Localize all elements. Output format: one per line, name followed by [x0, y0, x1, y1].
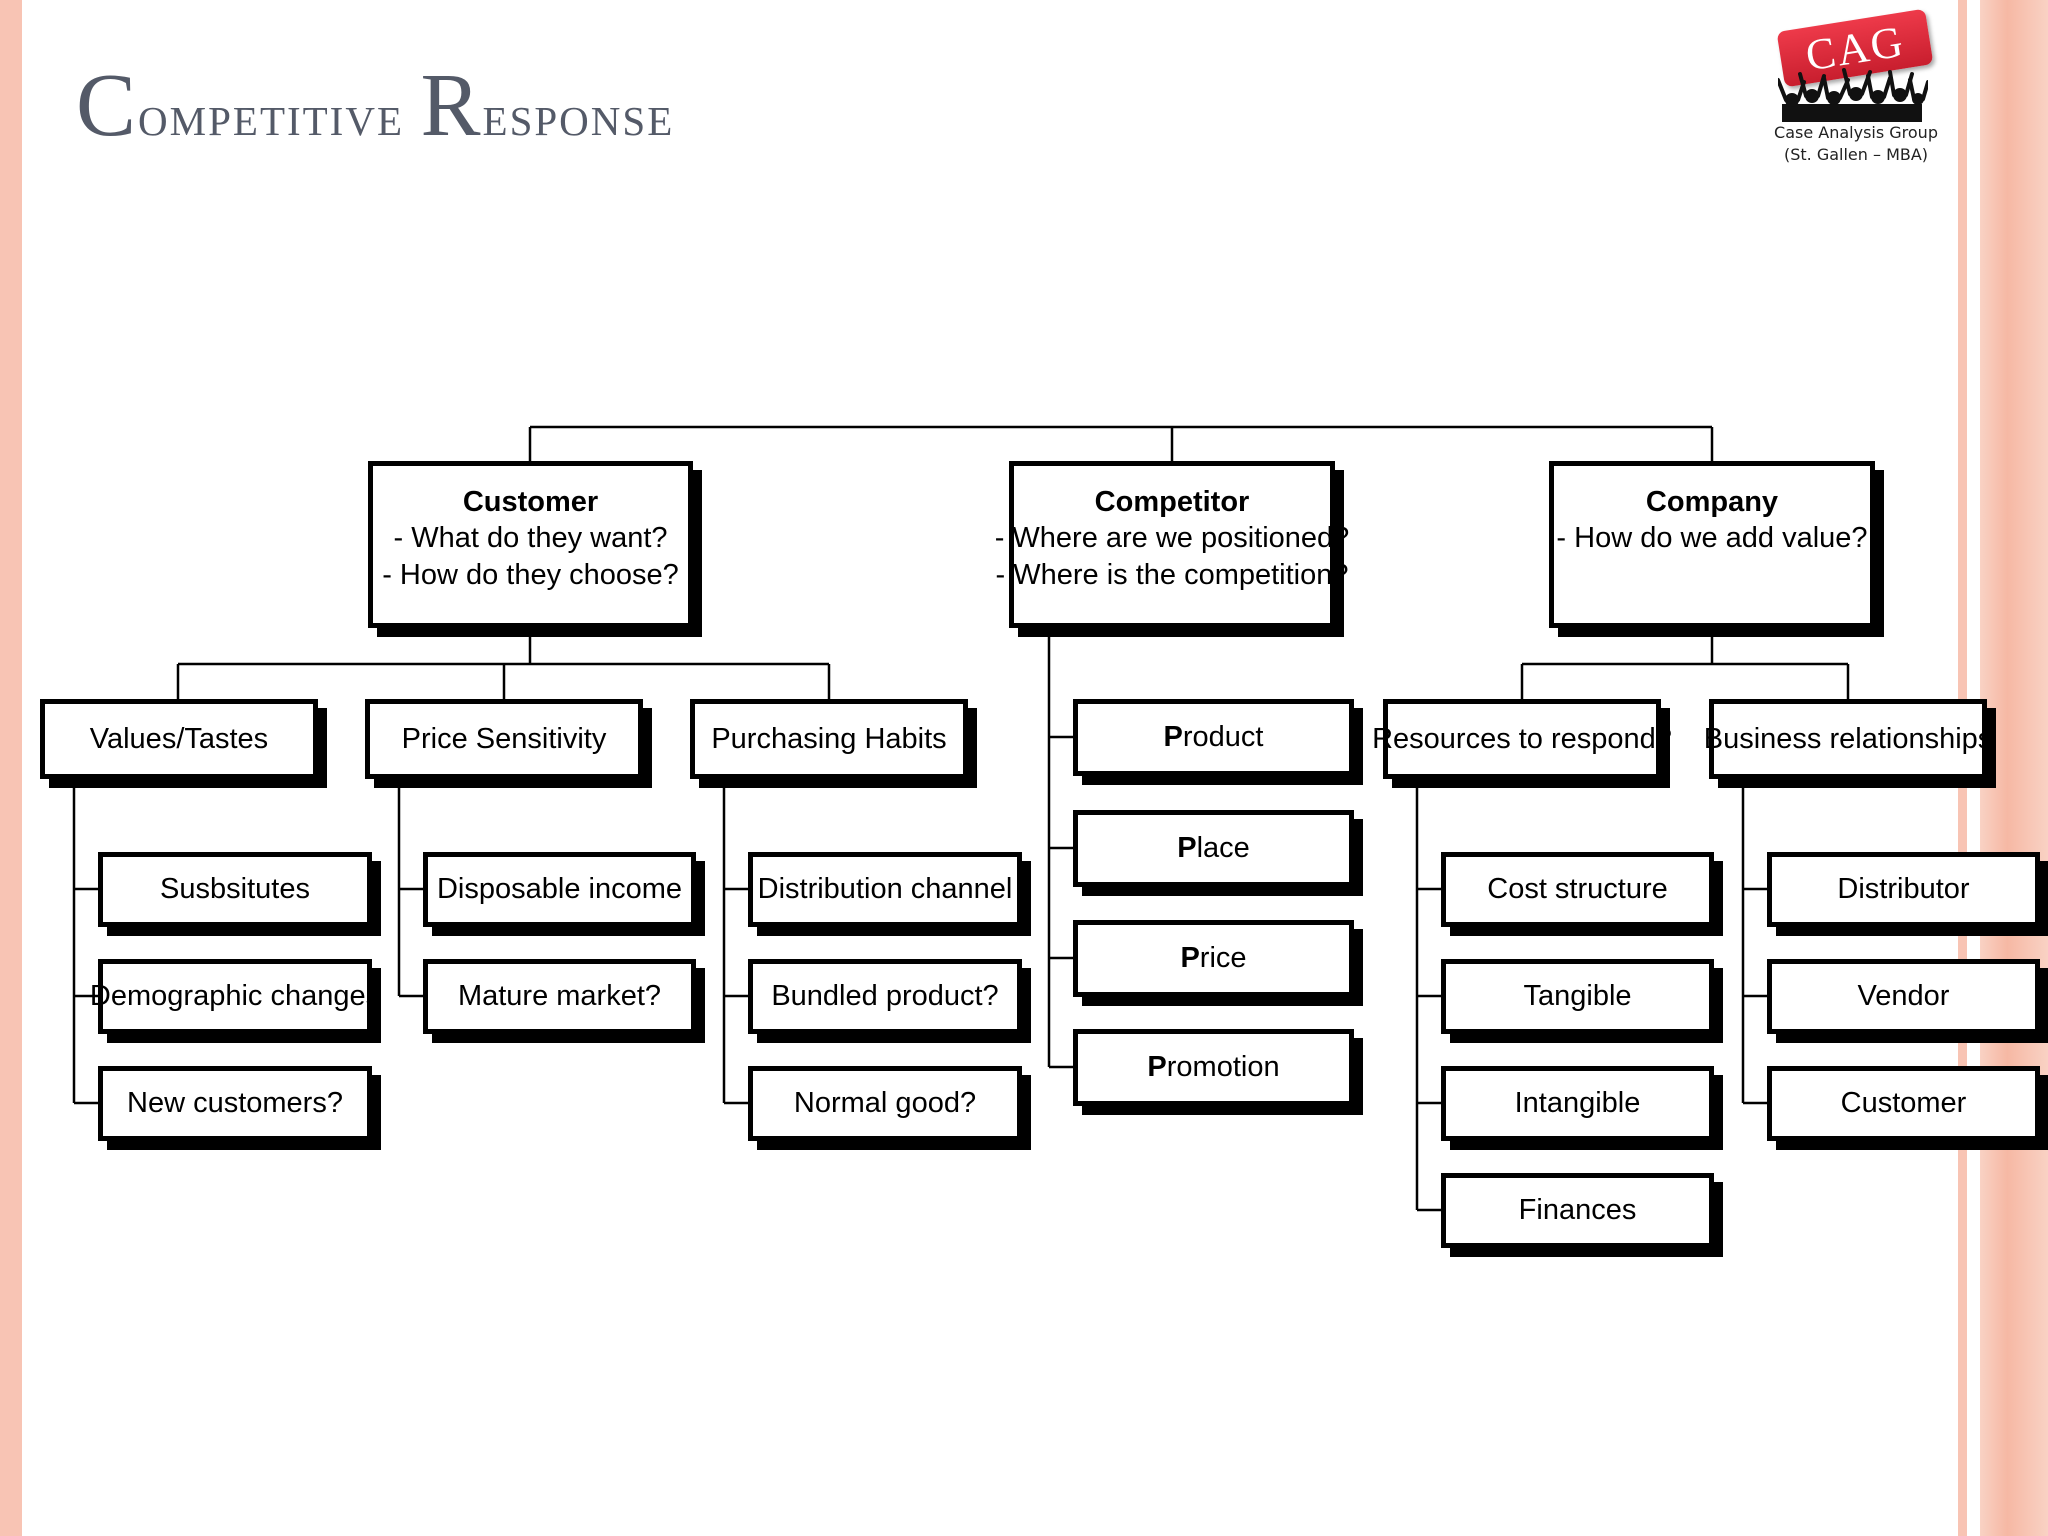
competitor-mix-box: Promotion [1073, 1029, 1354, 1106]
customer-item-box: Disposable income [423, 852, 696, 927]
competitor-mix-box: Price [1073, 920, 1354, 997]
customer-group-box: Price Sensitivity [365, 699, 643, 779]
right-border-stripe-outer [1980, 0, 2048, 1536]
customer-group-label: Values/Tastes [89, 722, 269, 755]
competitor-mix-rest: lace [1196, 832, 1250, 865]
customer-item-box: Mature market? [423, 959, 696, 1034]
competitor-mix-rest: romotion [1166, 1051, 1280, 1084]
company-item-box: Distributor [1767, 852, 2040, 927]
company-item-label: Cost structure [1487, 873, 1668, 906]
customer-item-box: Demographic changes [90, 959, 380, 1034]
competitor-mix-label: Place [1177, 830, 1250, 866]
company-item-label: Finances [1518, 1194, 1637, 1227]
customer-item-box: Normal good? [748, 1066, 1022, 1141]
company-item-label: Intangible [1514, 1087, 1641, 1120]
customer-title: Customer [462, 486, 599, 518]
customer-group-box: Values/Tastes [40, 699, 318, 779]
company-group-box: Resources to respond? [1372, 699, 1672, 779]
competitor-mix-initial: P [1177, 832, 1197, 865]
company-item-box: Customer [1767, 1066, 2040, 1141]
company-item-box: Vendor [1767, 959, 2040, 1034]
company-item-label: Vendor [1857, 980, 1950, 1013]
company-question: - How do we add value? [1556, 522, 1868, 555]
customer-question: - How do they choose? [382, 558, 679, 591]
customer-group-label: Purchasing Habits [711, 722, 947, 755]
competitor-mix-initial: P [1147, 1051, 1167, 1084]
company-box: Company - How do we add value? [1549, 461, 1875, 628]
customer-item-label: Distribution channel [757, 873, 1013, 906]
cag-logo-caption-line1: Case Analysis Group [1774, 123, 1938, 142]
company-item-box: Cost structure [1441, 852, 1714, 927]
slide-title-initial: C [76, 56, 139, 155]
competitor-mix-initial: P [1180, 942, 1200, 975]
competitor-mix-label: Promotion [1147, 1049, 1279, 1085]
customer-item-box: Bundled product? [748, 959, 1022, 1034]
customer-item-box: New customers? [98, 1066, 372, 1141]
company-group-label: Resources to respond? [1372, 722, 1672, 755]
competitor-mix-box: Product [1073, 699, 1354, 776]
left-border-stripe [0, 0, 22, 1536]
competitor-mix-label: Product [1164, 719, 1264, 755]
customer-group-label: Price Sensitivity [401, 722, 607, 755]
competitor-mix-box: Place [1073, 810, 1354, 887]
slide-title: Competitive Response [76, 56, 675, 155]
company-title: Company [1645, 486, 1779, 518]
customer-item-box: Distribution channel [748, 852, 1022, 927]
customer-box: Customer - What do they want?- How do the… [368, 461, 693, 628]
cag-logo: CAG Case Analysis Group (St. Gallen – MB… [1766, 0, 1946, 170]
customer-item-label: Demographic changes [89, 980, 381, 1013]
competitor-mix-initial: P [1163, 721, 1183, 754]
customer-item-box: Susbsitutes [98, 852, 372, 927]
customer-item-label: Mature market? [457, 980, 662, 1013]
cag-logo-caption-line2: (St. Gallen – MBA) [1783, 145, 1929, 164]
company-item-label: Tangible [1523, 980, 1632, 1013]
competitor-question: - Where are we positioned? [994, 522, 1350, 555]
cag-logo-caption: Case Analysis Group (St. Gallen – MBA) [1766, 122, 1946, 166]
company-item-box: Intangible [1441, 1066, 1714, 1141]
company-group-box: Business relationships [1704, 699, 1992, 779]
company-item-label: Customer [1840, 1087, 1967, 1120]
company-item-box: Finances [1441, 1173, 1714, 1248]
competitor-mix-rest: roduct [1182, 721, 1264, 754]
company-item-label: Distributor [1837, 873, 1970, 906]
customer-group-box: Purchasing Habits [690, 699, 968, 779]
cheering-crowd-icon [1778, 68, 1928, 122]
competitor-mix-label: Price [1180, 940, 1246, 976]
competitor-question: - Where is the competition? [995, 558, 1349, 591]
company-item-box: Tangible [1441, 959, 1714, 1034]
customer-item-label: Bundled product? [771, 980, 999, 1013]
competitor-mix-rest: rice [1199, 942, 1247, 975]
competitor-box: Competitor - Where are we positioned?- Wh… [995, 461, 1349, 628]
customer-item-label: Disposable income [436, 873, 682, 906]
customer-item-label: Susbsitutes [160, 873, 310, 906]
slide-title-initial: R [420, 56, 483, 155]
company-group-label: Business relationships [1703, 722, 1993, 755]
competitor-title: Competitor [1094, 486, 1250, 518]
customer-item-label: New customers? [127, 1087, 343, 1120]
customer-question: - What do they want? [393, 522, 668, 555]
customer-item-label: Normal good? [793, 1087, 977, 1120]
